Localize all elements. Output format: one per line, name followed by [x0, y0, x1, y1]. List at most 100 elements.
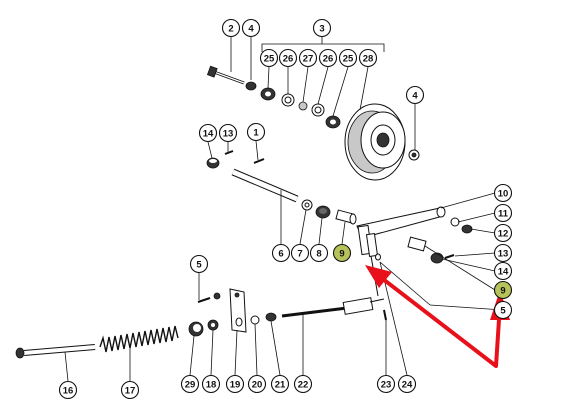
callout-11: 11 [493, 203, 513, 223]
callout-number: 11 [498, 208, 509, 219]
sleeve-part-9 [335, 209, 357, 225]
bearing-stack [260, 87, 341, 129]
callout-27: 27 [298, 48, 318, 68]
callout-19: 19 [225, 374, 245, 394]
nut-part-21 [265, 312, 277, 322]
pin-part-24 [375, 253, 381, 261]
washer-part-4 [408, 149, 420, 161]
callout-29: 29 [180, 374, 200, 394]
washer-part-20 [250, 315, 260, 325]
callout-number: 12 [498, 228, 509, 239]
callout-7: 7 [290, 243, 310, 263]
callout-number: 27 [303, 53, 314, 64]
callout-number: 22 [298, 379, 309, 390]
callout-13: 13 [218, 123, 238, 143]
callout-number: 8 [316, 248, 321, 259]
bush-part-8 [315, 205, 331, 219]
callout-10: 10 [493, 183, 513, 203]
callout-4: 4 [405, 85, 425, 105]
callout-number: 20 [252, 379, 263, 390]
callout-22: 22 [293, 374, 313, 394]
bush-part-14 [206, 157, 220, 169]
callout-9-highlighted: 9 [493, 280, 513, 300]
callout-20: 20 [247, 374, 267, 394]
callout-number: 16 [63, 385, 74, 396]
pin-part-1 [253, 158, 265, 164]
callout-24: 24 [397, 374, 417, 394]
callout-number: 25 [343, 53, 354, 64]
callout-4: 4 [241, 18, 261, 38]
shaft-part-6 [231, 168, 299, 203]
callout-25: 25 [338, 48, 358, 68]
callout-28: 28 [358, 48, 378, 68]
threaded-rod-part-22 [281, 297, 385, 318]
callout-number: 14 [498, 266, 509, 277]
callout-number: 5 [500, 305, 506, 316]
callout-number: 19 [230, 379, 241, 390]
nut-part-12 [461, 224, 473, 234]
callout-21: 21 [270, 374, 290, 394]
callout-number: 4 [248, 23, 254, 34]
screw-part-5 [197, 292, 221, 303]
callout-26: 26 [278, 48, 298, 68]
callout-2: 2 [221, 18, 241, 38]
callout-number: 2 [228, 23, 233, 34]
lever-arm-part-10 [356, 206, 446, 297]
nut-part-4 [245, 81, 257, 91]
callout-12: 12 [493, 223, 513, 243]
callout-14: 14 [493, 261, 513, 281]
pulley-part-28 [344, 103, 406, 181]
callout-5: 5 [189, 254, 209, 274]
callout-6: 6 [271, 243, 291, 263]
callout-number: 13 [223, 128, 234, 139]
nut-part-29 [188, 321, 204, 337]
spring-part-17 [99, 325, 179, 353]
callout-26: 26 [318, 48, 338, 68]
callout-number: 26 [323, 53, 334, 64]
bolt-part-2 [206, 65, 245, 85]
callout-1: 1 [246, 122, 266, 142]
washer-part-7 [301, 199, 313, 211]
pin-part-13 [224, 150, 234, 155]
callout-17: 17 [120, 380, 140, 400]
highlight-arrow [365, 265, 510, 368]
callout-number: 18 [206, 379, 217, 390]
callout-number: 3 [319, 23, 324, 34]
bolt-part-23 [383, 309, 387, 321]
callout-number: 29 [185, 379, 196, 390]
callout-number: 10 [498, 188, 509, 199]
callout-18: 18 [201, 374, 221, 394]
callout-8: 8 [309, 243, 329, 263]
callout-number: 1 [253, 127, 259, 138]
callout-number: 23 [381, 379, 392, 390]
callout-number: 26 [283, 53, 294, 64]
callout-number: 28 [363, 53, 374, 64]
callout-number: 25 [264, 53, 275, 64]
callout-13: 13 [493, 243, 513, 263]
washer-part-11 [450, 217, 460, 227]
callout-3: 3 [312, 18, 332, 38]
rod-part-16 [15, 344, 96, 359]
callout-5: 5 [493, 300, 513, 320]
callout-number: 13 [498, 248, 509, 259]
callout-number: 6 [278, 248, 283, 259]
callout-25: 25 [259, 48, 279, 68]
callout-23: 23 [376, 374, 396, 394]
callout-number: 24 [402, 379, 413, 390]
callout-number: 4 [412, 90, 418, 101]
callout-number: 5 [196, 259, 202, 270]
callout-number: 14 [203, 128, 214, 139]
callout-number: 21 [275, 379, 286, 390]
callout-number: 9 [339, 248, 344, 259]
callout-16: 16 [58, 380, 78, 400]
leader-lines [64, 28, 504, 382]
callout-number: 7 [297, 248, 302, 259]
callout-14: 14 [198, 123, 218, 143]
washer-part-18 [207, 319, 219, 331]
plate-part-19 [229, 288, 247, 333]
callout-number: 9 [500, 285, 505, 296]
callout-9-highlighted: 9 [332, 243, 352, 263]
